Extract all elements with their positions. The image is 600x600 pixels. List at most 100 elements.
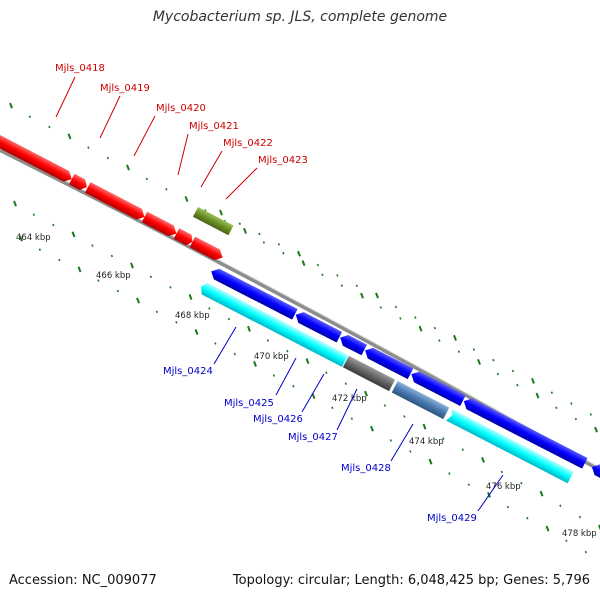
gene-label-mjls-0423[interactable]: Mjls_0423 [258,155,308,166]
tick-mark [13,200,17,207]
tick-mark [126,164,130,171]
gene-block-cyan-2[interactable] [445,408,574,484]
gene-arrow-mjls-0425[interactable] [293,309,343,343]
tick-mark [442,437,445,440]
gene-block-olive[interactable] [192,207,234,236]
tick-mark [253,360,257,367]
tick-mark [262,241,265,244]
tick-mark [243,227,247,234]
tick-mark [360,292,364,299]
tick-mark [428,458,433,465]
reverse-strand-genes [198,266,600,497]
tick-mark [477,358,481,365]
tick-mark [321,273,324,277]
scale-labels: 464 kbp 466 kbp 468 kbp 470 kbp 472 kbp … [16,233,597,539]
gene-arrow-mjls-0427[interactable] [362,345,414,380]
gene-label-mjls-0422[interactable]: Mjls_0422 [223,138,273,149]
tick-mark [52,223,55,227]
gene-label-mjls-0421[interactable]: Mjls_0421 [189,121,239,132]
kbp-label-468: 468 kbp [175,311,210,321]
tick-mark [272,374,275,377]
tick-mark [238,222,241,225]
kbp-label-464: 464 kbp [16,233,51,243]
tick-mark [175,321,178,324]
tick-mark [379,306,382,309]
tick-mark [578,515,581,519]
kbp-label-470: 470 kbp [254,352,289,362]
tick-mark [438,339,441,342]
gene-arrow-mjls-0422[interactable] [173,228,196,247]
gene-label-mjls-0424[interactable]: Mjls_0424 [163,366,213,377]
gene-label-mjls-0429[interactable]: Mjls_0429 [427,513,477,524]
gene-arrow-mjls-0419[interactable] [68,173,90,192]
tick-mark [598,524,600,531]
tick-mark [19,235,23,242]
tick-mark [535,392,540,399]
tick-mark [325,371,328,375]
reverse-gene-labels: Mjls_0424 Mjls_0425 Mjls_0426 Mjls_0427 … [163,326,504,524]
tick-mark [87,146,90,149]
tick-mark [448,472,451,475]
tick-mark [570,402,573,405]
tick-mark [344,382,347,385]
tick-mark [77,266,82,273]
kbp-label-472: 472 kbp [332,394,367,404]
tick-mark [165,188,168,191]
tick-mark [305,358,310,365]
tick-mark [461,448,464,451]
tick-mark [526,516,529,520]
gene-label-mjls-0420[interactable]: Mjls_0420 [156,103,206,114]
tick-mark [422,423,427,430]
kbp-label-474: 474 kbp [409,437,444,447]
tick-mark [550,391,553,394]
gene-arrow-mjls-0429[interactable] [461,396,588,469]
tick-mark [155,310,158,314]
gene-label-mjls-0418[interactable]: Mjls_0418 [55,63,105,74]
tick-mark [545,525,550,532]
tick-mark [496,372,499,376]
gene-arrow-mjls-0428[interactable] [409,369,466,407]
tick-mark [301,260,306,267]
tick-mark [227,317,230,321]
tick-mark [130,262,134,269]
tick-mark [97,279,100,282]
gene-arrow-mjls-0418[interactable] [0,135,75,184]
tick-mark [433,326,436,330]
tick-mark [188,294,193,300]
gene-arrow-mjls-0420[interactable] [84,182,147,222]
tick-mark [555,406,558,410]
gene-label-mjls-0425[interactable]: Mjls_0425 [224,398,274,409]
gene-label-mjls-0427[interactable]: Mjls_0427 [288,432,338,443]
gene-block-cyan-1[interactable] [198,281,348,367]
genome-summary-text: Topology: circular; Length: 6,048,425 bp… [232,573,590,588]
gene-arrow-mjls-0424[interactable] [209,266,298,320]
tick-mark [403,415,406,418]
gene-arrow-mjls-0421[interactable] [141,211,179,239]
tick-mark [589,413,592,416]
gene-arrow-mjls-0426[interactable] [337,332,367,356]
gene-label-mjls-0419[interactable]: Mjls_0419 [100,83,150,94]
tick-mark [481,456,485,463]
tick-mark [67,133,72,140]
tick-mark [457,350,460,353]
forward-strand-genes [0,135,234,263]
tick-mark [106,156,109,160]
tick-mark [169,286,172,289]
kbp-label-478: 478 kbp [562,529,597,539]
gene-label-mjls-0426[interactable]: Mjls_0426 [253,414,303,425]
gene-label-mjls-0428[interactable]: Mjls_0428 [341,463,391,474]
tick-mark [375,292,379,299]
gene-block-steel[interactable] [391,380,450,420]
tick-mark [500,470,503,474]
tick-mark [286,349,289,353]
tick-mark [399,317,402,320]
gene-block-gray[interactable] [342,355,396,392]
tick-mark [418,325,423,332]
kbp-label-476: 476 kbp [486,482,521,492]
gene-arrow-mjls-0423[interactable] [189,236,226,263]
tick-mark [71,231,76,238]
accession-text: Accession: NC_009077 [9,573,157,588]
tick-mark [565,539,568,543]
